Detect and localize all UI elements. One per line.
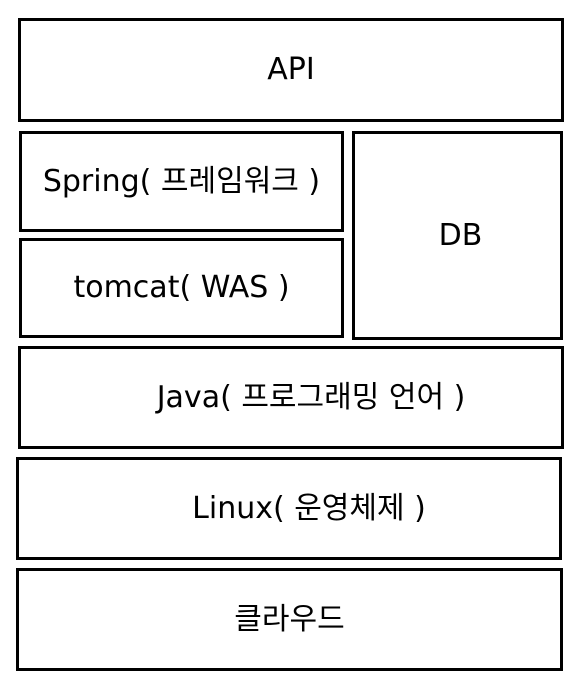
linux-layer-box: Linux( 운영체제 ) — [16, 457, 562, 560]
api-layer-box: API — [18, 18, 564, 122]
spring-layer-box: Spring( 프레임워크 ) — [19, 131, 344, 232]
api-layer-label: API — [267, 52, 315, 87]
linux-layer-label: Linux( 운영체제 ) — [192, 490, 426, 526]
java-layer-box: Java( 프로그래밍 언어 ) — [18, 346, 564, 449]
db-layer-label: DB — [438, 217, 483, 253]
spring-layer-label: Spring( 프레임워크 ) — [42, 163, 321, 199]
cloud-layer-box: 클라우드 — [16, 568, 563, 671]
db-layer-box: DB — [352, 131, 563, 340]
cloud-layer-label: 클라우드 — [234, 601, 345, 637]
java-layer-label: Java( 프로그래밍 언어 ) — [156, 379, 466, 415]
tomcat-layer-label: tomcat( WAS ) — [73, 270, 290, 305]
tomcat-layer-box: tomcat( WAS ) — [19, 238, 344, 338]
